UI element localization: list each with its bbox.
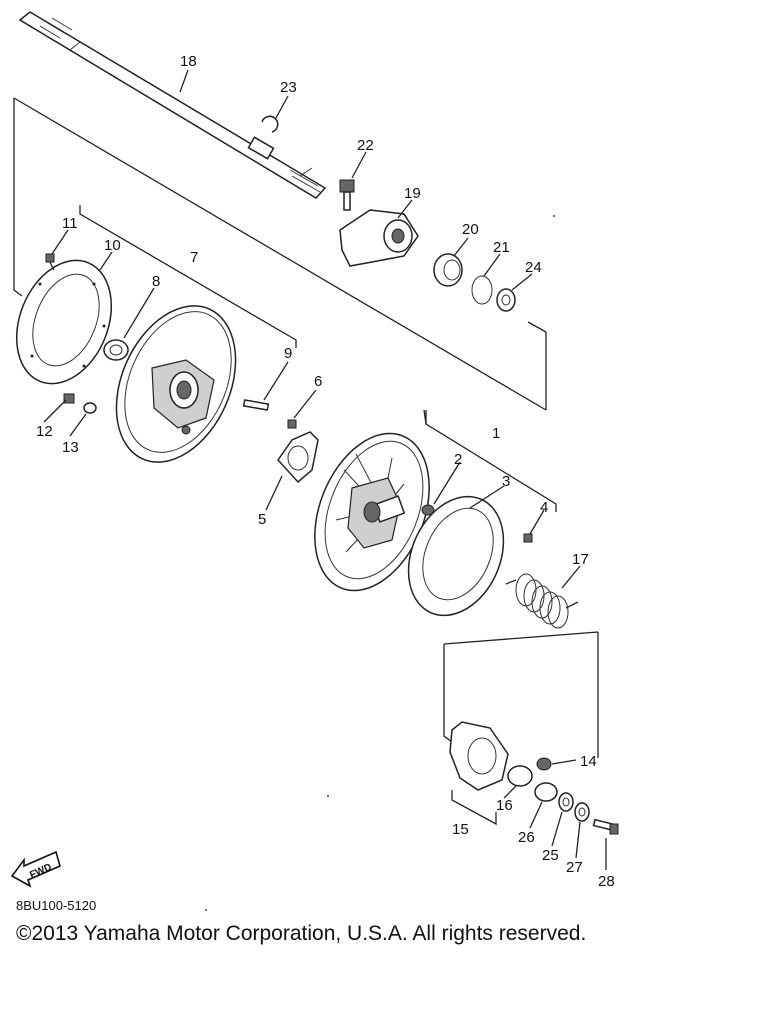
bolt-12 (63, 393, 75, 404)
callout-15: 15 (452, 821, 469, 838)
bolt-6 (287, 419, 297, 429)
washer-13 (83, 402, 97, 414)
gasket-5 (277, 431, 319, 484)
cam-plate-3 (407, 495, 505, 617)
diagram-code: 8BU100-5120 (16, 898, 97, 913)
callout-20: 20 (462, 221, 479, 238)
callout-27: 27 (566, 859, 583, 876)
callout-10: 10 (104, 237, 121, 254)
callout-5: 5 (258, 511, 266, 528)
callout-labels: 18 23 22 19 20 21 24 11 10 7 8 9 6 12 13… (36, 53, 615, 890)
spacer-26 (534, 782, 558, 802)
bolt-28 (592, 818, 619, 835)
callout-6: 6 (314, 373, 322, 390)
callout-21: 21 (493, 239, 510, 256)
callout-7: 7 (190, 249, 198, 266)
callout-19: 19 (404, 185, 421, 202)
washer-27 (574, 802, 590, 822)
circlip-23 (261, 115, 279, 133)
circlip-21 (471, 275, 493, 305)
callout-2: 2 (454, 451, 462, 468)
callout-17: 17 (572, 551, 589, 568)
callout-8: 8 (152, 273, 160, 290)
nut-14 (536, 757, 552, 771)
nut-2 (421, 504, 435, 516)
copyright-notice: ©2013 Yamaha Motor Corporation, U.S.A. A… (16, 922, 587, 945)
fixed-sheave (115, 305, 237, 463)
bearing-20 (433, 253, 463, 287)
outer-sheave-plate (15, 259, 113, 385)
callout-12: 12 (36, 423, 53, 440)
pin-9 (242, 399, 270, 411)
assembly-bracket (13, 97, 599, 826)
callout-28: 28 (598, 873, 615, 890)
callout-22: 22 (357, 137, 374, 154)
leader-lines (43, 69, 607, 870)
callout-3: 3 (502, 473, 510, 490)
callout-11: 11 (62, 215, 78, 232)
callout-26: 26 (518, 829, 535, 846)
bolt-11 (45, 253, 55, 271)
callout-13: 13 (62, 439, 79, 456)
bracket-15 (449, 721, 509, 791)
callout-1: 1 (492, 425, 500, 442)
movable-sheave (314, 432, 430, 592)
washer-25 (558, 792, 574, 812)
fwd-arrow-icon: FWD (10, 850, 61, 888)
spring-17 (505, 573, 579, 629)
bushing-8 (103, 339, 129, 361)
callout-23: 23 (280, 79, 297, 96)
callout-14: 14 (580, 753, 597, 770)
callout-4: 4 (540, 499, 548, 516)
bushing-16 (507, 765, 533, 787)
seal-24 (496, 288, 516, 312)
bolt-22 (339, 179, 355, 211)
bolt-4 (523, 533, 533, 543)
callout-18: 18 (180, 53, 197, 70)
callout-16: 16 (496, 797, 513, 814)
callout-9: 9 (284, 345, 292, 362)
callout-24: 24 (525, 259, 542, 276)
bracket-19 (339, 209, 419, 267)
callout-25: 25 (542, 847, 559, 864)
drive-shaft (18, 11, 327, 199)
